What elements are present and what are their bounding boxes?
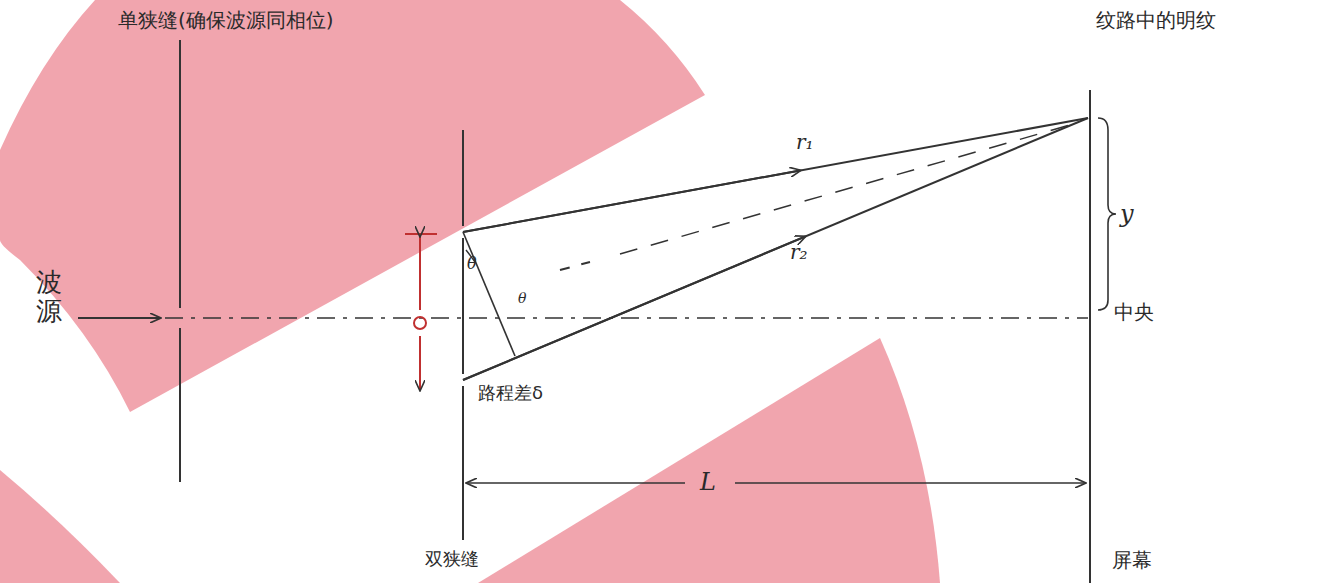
ray-r2 xyxy=(463,118,1088,380)
center-axis xyxy=(165,317,1088,319)
screen xyxy=(1089,90,1091,583)
perpendicular-line xyxy=(463,232,515,356)
center-label: 中央 xyxy=(1114,300,1154,324)
path-difference-label: 路程差δ xyxy=(478,382,543,404)
screen-label: 屏幕 xyxy=(1112,548,1152,572)
ray-r2-arrow xyxy=(463,237,805,380)
double-slit-barrier xyxy=(462,238,464,374)
slit-spacing-arrow xyxy=(419,236,421,310)
watermark-shape xyxy=(0,470,120,583)
source-arrow xyxy=(78,317,160,319)
position-label: y xyxy=(1120,200,1134,229)
double-slit-barrier xyxy=(462,130,464,226)
angle-label: θ xyxy=(467,254,477,273)
slit-spacing-mark xyxy=(414,317,426,329)
double-slit-label: 双狭缝 xyxy=(425,548,479,570)
dimension-arrow xyxy=(467,482,685,484)
dimension-arrow xyxy=(735,482,1085,484)
dashed-ray xyxy=(560,262,590,270)
dashed-ray xyxy=(620,125,1070,254)
bright-fringe-label: 纹路中的明纹 xyxy=(1096,8,1216,32)
brace xyxy=(1098,118,1116,310)
source-label: 波源 xyxy=(36,268,62,325)
dimension-tick xyxy=(405,233,437,235)
single-slit-barrier xyxy=(179,328,181,482)
path-label: r₁ xyxy=(796,130,814,154)
single-slit-barrier xyxy=(179,40,181,308)
distance-label: L xyxy=(700,468,716,497)
double-slit-barrier xyxy=(462,386,464,540)
path-label: r₂ xyxy=(790,240,808,264)
angle-label: θ xyxy=(518,290,526,307)
slit-label: 单狭缝(确保波源同相位) xyxy=(118,8,334,32)
watermark-shape xyxy=(0,0,705,412)
ray-r1 xyxy=(463,118,1088,232)
ray-r1-arrow xyxy=(463,171,800,233)
slit-spacing-arrow xyxy=(419,336,421,390)
watermark-shape xyxy=(478,338,940,583)
